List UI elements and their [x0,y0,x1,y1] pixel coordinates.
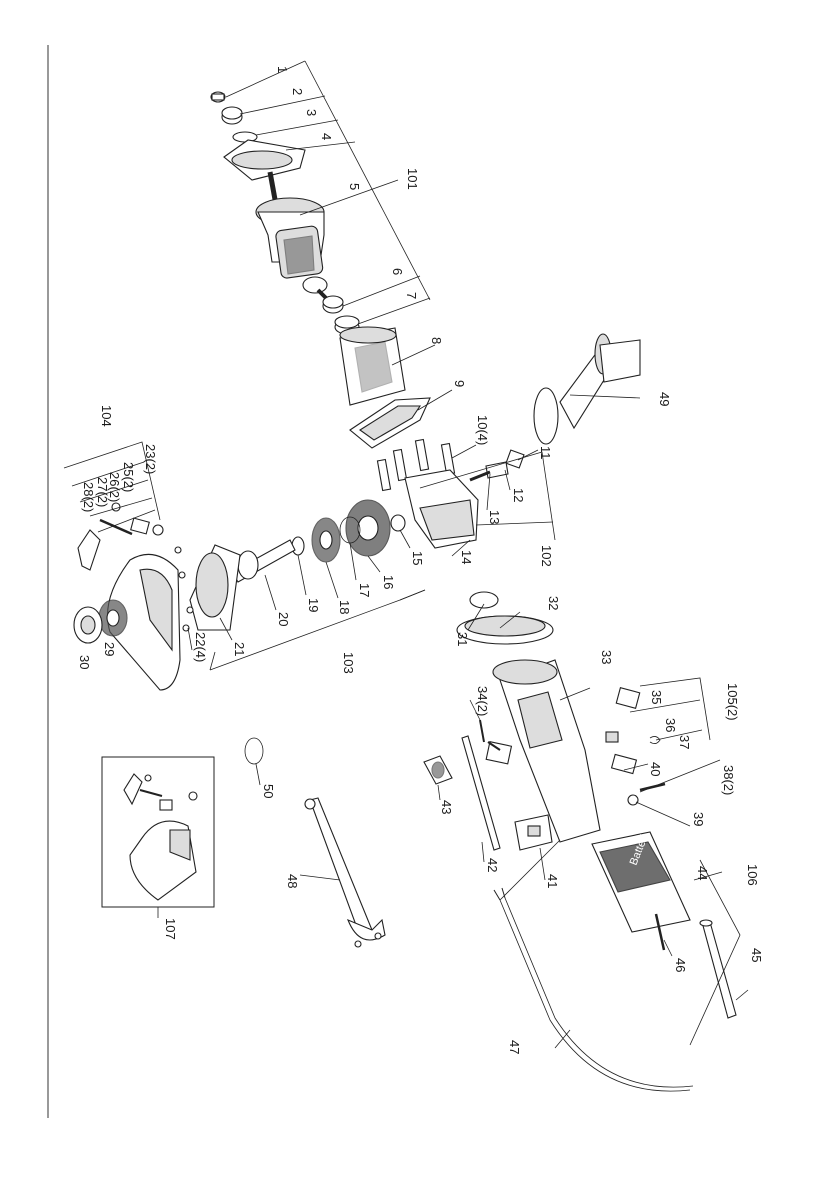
outer-flange-nut [74,607,102,643]
spindle-washer [292,537,304,555]
label-part-20: 20 [276,612,291,626]
label-part-32: 32 [546,596,561,610]
label-part-33: 33 [599,650,614,664]
label-part-49: 49 [657,392,672,406]
label-part-27: 27(2) [95,477,110,507]
label-part-38: 38(2) [721,765,736,795]
o-ring [245,738,263,764]
switch-slider [462,736,511,850]
armature-bearing [222,107,242,124]
switch [515,815,552,850]
cord-clamp-screws [628,784,665,805]
label-part-40: 40 [648,762,663,776]
label-assembly-103: 103 [341,652,356,674]
baffle-plate [224,140,305,180]
label-part-31: 31 [455,632,470,646]
brush-cover [612,754,637,773]
label-part-18: 18 [337,600,352,614]
label-part-9: 9 [452,380,467,387]
label-part-15: 15 [410,551,425,565]
label-part-37: 37 [677,735,692,749]
label-part-8: 8 [429,337,444,344]
armature-nut [211,92,225,102]
housing-ring [457,616,553,644]
label-part-6: 6 [390,268,405,275]
label-part-21: 21 [232,642,247,656]
label-part-44: 44 [695,866,710,880]
label-assembly-105: 105(2) [725,683,740,721]
label-assembly-106: 106 [745,864,760,886]
label-part-4: 4 [319,133,334,140]
label-part-35: 35 [649,690,664,704]
side-handle [534,334,640,444]
label-part-19: 19 [306,598,321,612]
label-part-13: 13 [487,510,502,524]
parts-artwork: Batterl [74,92,736,1091]
label-part-1: 1 [275,66,290,73]
label-part-17: 17 [357,583,372,597]
label-part-7: 7 [404,292,419,299]
label-part-48: 48 [285,874,300,888]
label-part-46: 46 [673,958,688,972]
label-part-2: 2 [290,88,305,95]
motor-sleeve [470,592,498,608]
label-part-22: 22(4) [193,632,208,662]
label-part-3: 3 [304,109,319,116]
label-part-36: 36 [663,718,678,732]
label-part-45: 45 [749,948,764,962]
rear-bearing [323,296,343,313]
label-part-28: 28(2) [81,482,96,512]
label-part-41: 41 [545,874,560,888]
inset-guard-assembly [102,757,214,907]
rear-handle-cover: Batterl [592,832,690,932]
label-part-47: 47 [507,1040,522,1054]
label-part-23: 23(2) [143,444,158,474]
label-part-11: 11 [538,446,553,460]
pin-wrench [305,798,385,947]
bevel-gear [346,500,390,556]
spindle-bearing [312,518,340,562]
label-part-10: 10(4) [475,415,490,445]
label-assembly-107: 107 [163,918,178,940]
label-part-39: 39 [691,812,706,826]
bearing-cover [190,545,240,630]
cord-sleeve [700,920,736,1018]
inner-flange [99,600,127,636]
label-part-25: 25(2) [121,462,136,492]
label-assembly-101: 101 [405,168,420,190]
spindle [232,540,295,582]
label-part-29: 29 [102,642,117,656]
stator [340,327,405,405]
label-part-12: 12 [511,488,526,502]
switch-knob [424,756,452,784]
label-part-50: 50 [261,784,276,798]
label-part-34: 34(2) [475,686,490,716]
label-assembly-102: 102 [539,545,554,567]
armature [256,198,328,300]
pinion-bushing [391,515,405,531]
label-part-42: 42 [485,858,500,872]
label-part-43: 43 [439,800,454,814]
label-part-30: 30 [77,655,92,669]
label-assembly-104: 104 [99,405,114,427]
label-part-14: 14 [459,550,474,564]
label-part-16: 16 [381,575,396,589]
label-part-5: 5 [347,183,362,190]
